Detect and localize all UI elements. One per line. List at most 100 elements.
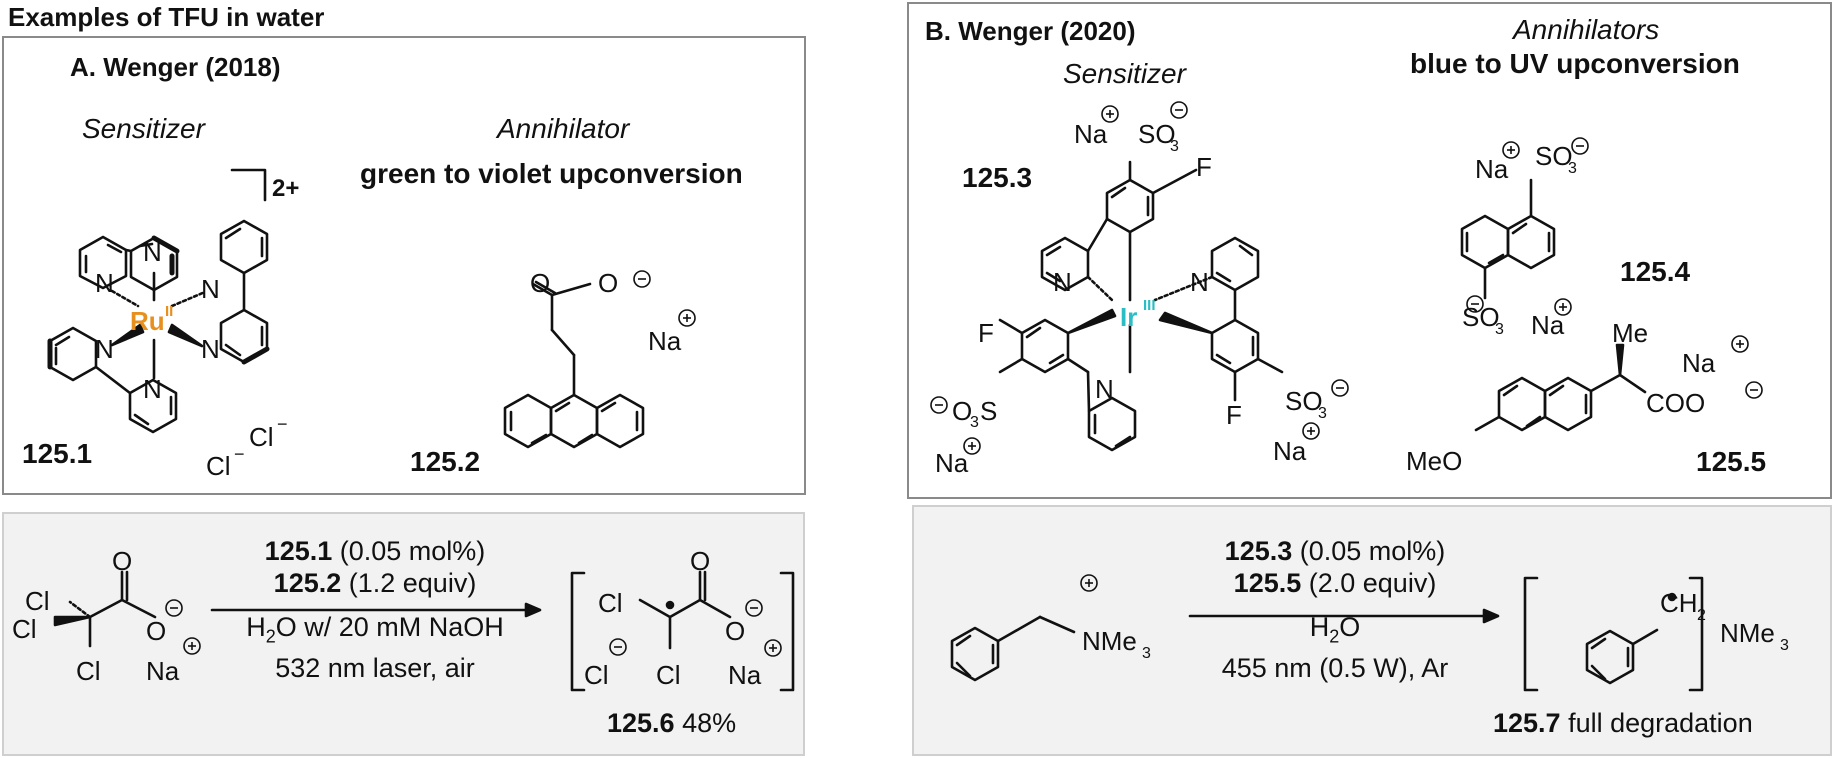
oxygen-atom: O [598,268,618,298]
chloride-2: Cl [206,451,231,481]
reaction-a-yield: 48% [674,708,737,738]
reaction-a-catalyst-loading: (0.05 mol%) [332,536,486,566]
svg-text:3: 3 [1568,160,1577,177]
svg-text:Cl: Cl [598,588,623,618]
compound-125-1-label: 125.1 [22,438,93,469]
svg-text:Cl: Cl [76,656,101,686]
svg-text:O: O [725,616,745,646]
svg-text:Na: Na [146,656,180,686]
structure-125-2 [503,280,645,449]
svg-text:NMe: NMe [1720,618,1775,648]
n-atom: N [201,274,220,304]
complex-charge: 2+ [272,175,299,202]
atom-labels: N N N N N N Ru II 2+ Cl Cl − − O O Na Na… [12,119,1789,690]
reaction-a-solvent: H2O w/ 20 mM NaOH [246,612,504,647]
compound-125-2-label: 125.2 [410,446,481,477]
n-atom: N [95,268,114,298]
panel-b-annihilator-label: Annihilators [1513,14,1660,45]
charge-symbols [165,101,1763,657]
svg-text:N: N [1190,267,1209,297]
svg-text:2: 2 [1697,607,1706,624]
svg-text:3: 3 [1318,405,1327,422]
compound-125-4-label: 125.4 [1620,256,1691,287]
reaction-b-structures [950,576,1704,692]
svg-text:3: 3 [1495,321,1504,338]
reaction-a-light: 532 nm laser, air [275,653,475,684]
panel-a-sensitizer-label: Sensitizer [82,113,205,144]
svg-text:SO: SO [1285,386,1323,416]
carboxylate-group: COO [1646,388,1705,418]
sodium-ion: Na [648,326,682,356]
structure-125-4 [1460,178,1556,300]
reaction-b-catalyst: 125.3 [1224,536,1293,566]
panel-a-annihilator-label: Annihilator [497,113,630,144]
minus-sign: − [234,444,245,464]
svg-text:Na: Na [1273,436,1307,466]
svg-text:N: N [1053,267,1072,297]
compound-125-7-label: 125.7 [1493,708,1561,738]
svg-text:Na: Na [1682,348,1716,378]
panel-b-header: B. Wenger (2020) [925,16,1136,46]
svg-text:F: F [1226,400,1242,430]
ir-oxidation-state: III [1143,297,1156,314]
svg-text:O: O [690,546,710,576]
reaction-a-structures [53,570,795,692]
structure-125-5 [1474,343,1647,432]
panel-b-sensitizer-label: Sensitizer [1063,58,1186,89]
svg-text:Cl: Cl [656,660,681,690]
reaction-a-catalyst: 125.1 [264,536,333,566]
oxygen-atom: O [530,268,550,298]
svg-text:NMe: NMe [1082,626,1137,656]
panel-b-box [907,2,1832,499]
scheme-b-box [912,505,1832,756]
svg-text:CH: CH [1660,588,1698,618]
reaction-b-annihilator-amount: (2.0 equiv) [1301,568,1437,598]
svg-text:S: S [980,396,997,426]
svg-text:3: 3 [1780,637,1789,654]
reaction-b-light: 455 nm (0.5 W), Ar [1221,653,1449,684]
reaction-a-annihilator-amount: (1.2 equiv) [341,568,477,598]
reaction-a-conditions: 125.1 (0.05 mol%) 125.2 (1.2 equiv) H2O … [210,535,540,684]
reaction-b-product-note: full degradation [1560,708,1753,738]
svg-text:N: N [1095,374,1114,404]
reaction-b-solvent: H2O [1309,612,1361,647]
structure-125-1 [47,168,270,434]
svg-text:3: 3 [970,414,979,431]
reaction-b-annihilator: 125.5 [1233,568,1302,598]
compound-125-5-label: 125.5 [1696,446,1767,477]
compound-125-6-label: 125.6 [607,708,675,738]
methyl-group: Me [1612,318,1648,348]
svg-text:F: F [978,318,994,348]
n-atom: N [95,334,114,364]
svg-text:O: O [952,396,972,426]
main-title: Examples of TFU in water [8,2,325,32]
svg-text:Cl: Cl [584,660,609,690]
panel-b-subtitle: blue to UV upconversion [1410,48,1740,79]
svg-text:Na: Na [1074,119,1108,149]
panel-a-box [2,36,806,495]
svg-text:Cl: Cl [12,614,37,644]
svg-text:SO: SO [1535,141,1573,171]
n-atom: N [201,334,220,364]
ir-atom: Ir [1120,302,1137,332]
reaction-b-conditions: 125.3 (0.05 mol%) 125.5 (2.0 equiv) H2O … [1175,535,1495,684]
svg-text:O: O [146,616,166,646]
compound-125-3-label: 125.3 [962,162,1033,193]
reaction-a-annihilator: 125.2 [273,568,342,598]
ru-oxidation-state: II [165,303,173,320]
reaction-b-catalyst-loading: (0.05 mol%) [1292,536,1446,566]
chloride-1: Cl [249,422,274,452]
methoxy-group: MeO [1406,446,1462,476]
svg-text:Cl: Cl [25,586,50,616]
n-atom: N [143,374,162,404]
svg-text:Na: Na [935,448,969,478]
n-atom: N [143,237,162,267]
svg-text:Na: Na [1475,154,1509,184]
svg-text:3: 3 [1170,138,1179,155]
svg-text:Na: Na [728,660,762,690]
reaction-b-product-label: 125.7 full degradation [1493,708,1753,739]
svg-text:SO: SO [1138,119,1176,149]
structure-125-3 [998,160,1284,452]
reaction-a-product-label: 125.6 48% [607,708,736,739]
